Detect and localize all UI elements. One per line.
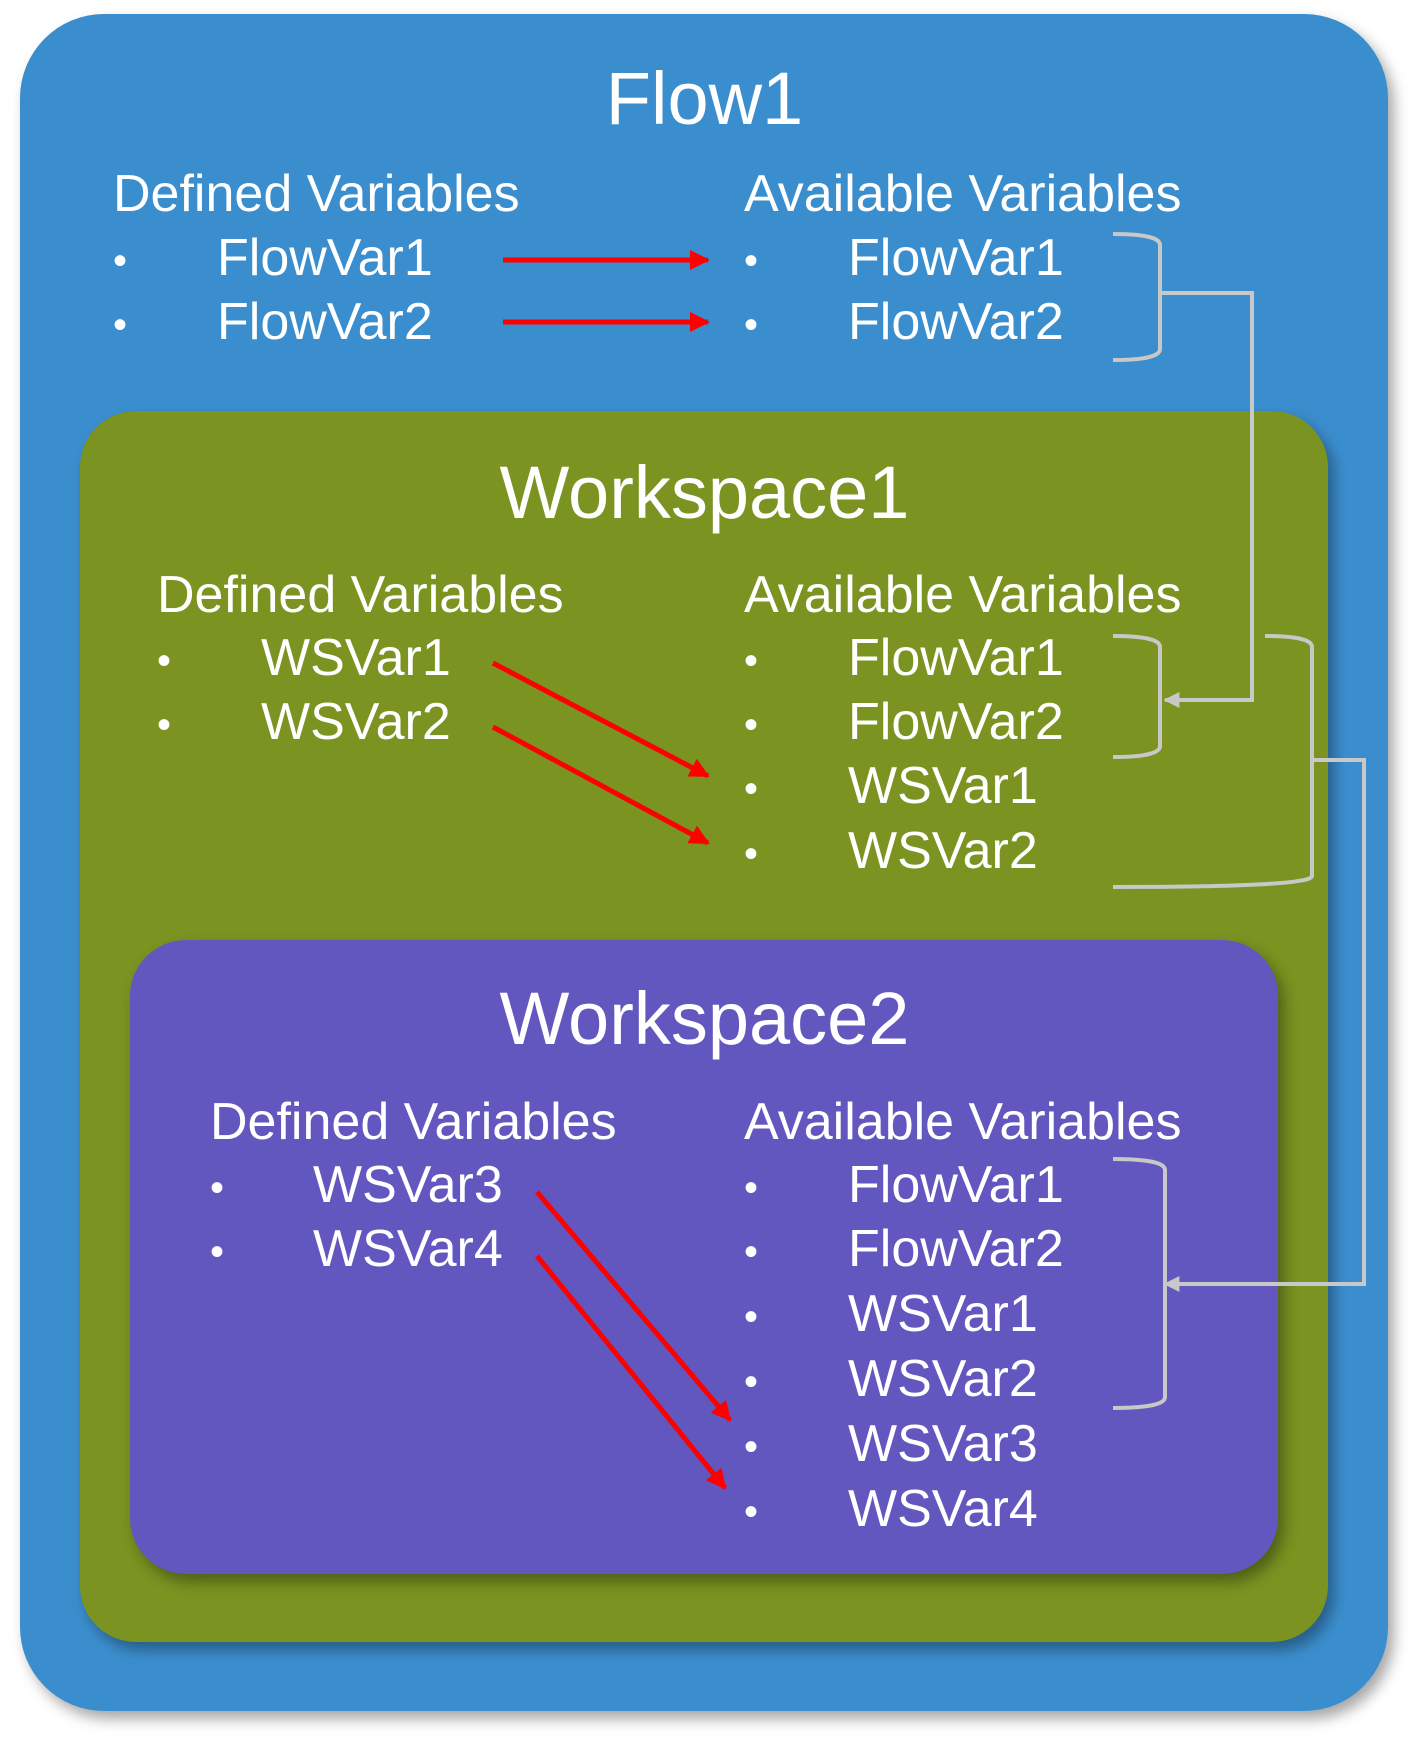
flow-title: Flow1 — [605, 57, 804, 140]
bullet: • — [744, 639, 759, 683]
bullet: • — [210, 1230, 225, 1274]
workspace1-defined-item: WSVar2 — [261, 693, 451, 751]
bullet: • — [744, 832, 759, 876]
flow-defined-item: FlowVar1 — [217, 229, 433, 287]
bullet: • — [744, 239, 759, 283]
workspace2-available-item: WSVar1 — [848, 1285, 1038, 1343]
workspace2-defined-heading: Defined Variables — [210, 1093, 617, 1151]
bullet: • — [744, 1425, 759, 1469]
workspace1-title: Workspace1 — [499, 451, 910, 534]
bullet: • — [113, 239, 128, 283]
workspace2-defined-item: WSVar3 — [313, 1156, 503, 1214]
flow-defined-heading: Defined Variables — [113, 165, 520, 223]
workspace1-defined-item: WSVar1 — [261, 629, 451, 687]
workspace1-available-item: WSVar1 — [848, 757, 1038, 815]
bullet: • — [744, 703, 759, 747]
workspace2-available-item: FlowVar1 — [848, 1156, 1064, 1214]
bullet: • — [210, 1166, 225, 1210]
workspace1-available-item: FlowVar1 — [848, 629, 1064, 687]
bullet: • — [744, 1166, 759, 1210]
flow-available-item: FlowVar1 — [848, 229, 1064, 287]
bullet: • — [744, 1360, 759, 1404]
bullet: • — [744, 1295, 759, 1339]
workspace2-title: Workspace2 — [499, 977, 910, 1060]
workspace1-available-item: WSVar2 — [848, 822, 1038, 880]
workspace2-available-item: WSVar2 — [848, 1350, 1038, 1408]
bullet: • — [744, 767, 759, 811]
workspace2-available-heading: Available Variables — [744, 1093, 1182, 1151]
workspace1-available-item: FlowVar2 — [848, 693, 1064, 751]
workspace1-defined-heading: Defined Variables — [157, 566, 564, 624]
flow-defined-item: FlowVar2 — [217, 293, 433, 351]
bullet: • — [744, 1230, 759, 1274]
workspace2-defined-item: WSVar4 — [313, 1220, 503, 1278]
flow-available-item: FlowVar2 — [848, 293, 1064, 351]
workspace2-available-item: FlowVar2 — [848, 1220, 1064, 1278]
bullet: • — [113, 303, 128, 347]
bullet: • — [157, 703, 172, 747]
workspace2-available-item: WSVar4 — [848, 1480, 1038, 1538]
flow-available-heading: Available Variables — [744, 165, 1182, 223]
workspace1-available-heading: Available Variables — [744, 566, 1182, 624]
bullet: • — [157, 639, 172, 683]
workspace2-available-item: WSVar3 — [848, 1415, 1038, 1473]
bullet: • — [744, 303, 759, 347]
bullet: • — [744, 1490, 759, 1534]
